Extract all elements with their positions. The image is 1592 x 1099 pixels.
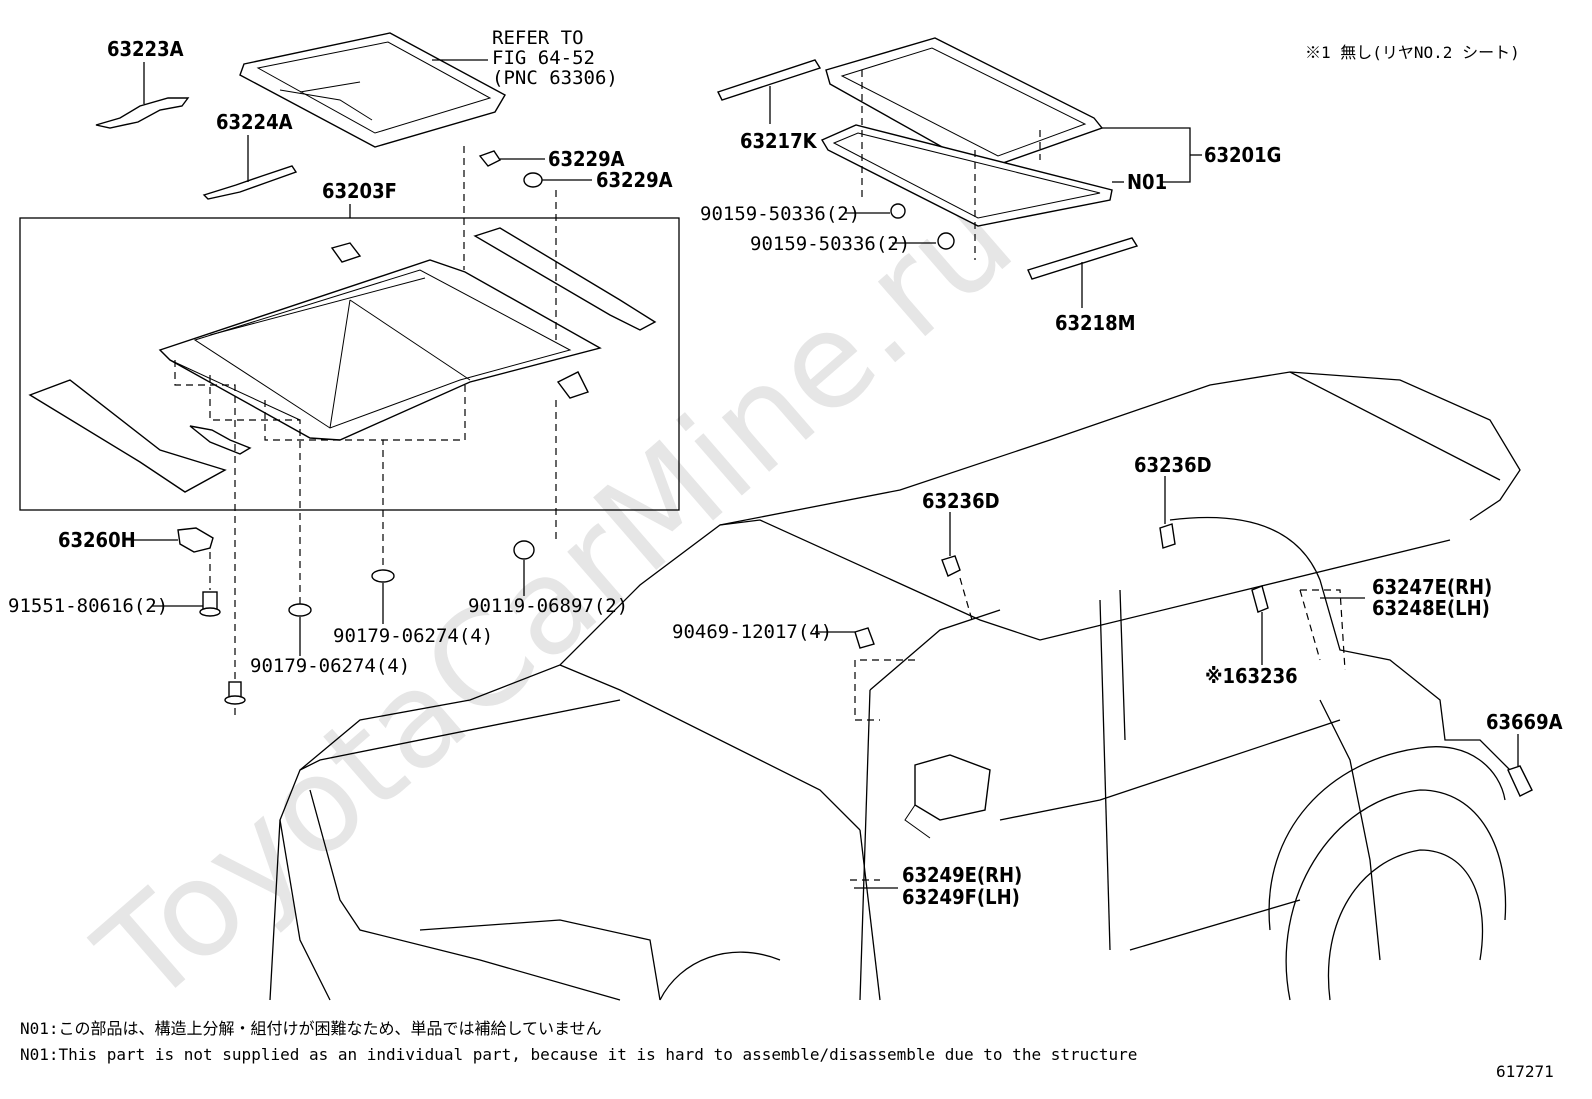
- label-63229A-upper: 63229A: [548, 147, 625, 171]
- label-63217K: 63217K: [740, 129, 818, 153]
- label-63203F: 63203F: [322, 179, 397, 203]
- refer-line-2: FIG 64-52: [492, 47, 595, 69]
- clip-63229A-upper: [478, 150, 545, 167]
- label-63218M: 63218M: [1055, 311, 1136, 335]
- label-90119: 90119-06897(2): [468, 595, 628, 617]
- glass-assembly-63201G: [820, 37, 1202, 260]
- nut-90179-right: [371, 569, 395, 624]
- refer-line-3: (PNC 63306): [492, 67, 618, 89]
- label-63248E: 63248E(LH): [1372, 596, 1490, 620]
- label-90179-left: 90179-06274(4): [250, 655, 410, 677]
- label-63249E: 63249E(RH): [902, 863, 1022, 887]
- label-90159-upper: 90159-50336(2): [700, 203, 860, 225]
- bolt-91551: [152, 591, 221, 617]
- bracket-63223A: [95, 62, 190, 129]
- clip-63229A-lower: [523, 172, 592, 188]
- weatherstrip-63218M: [1027, 237, 1139, 308]
- footnote-en: N01:This part is not supplied as an indi…: [20, 1045, 1137, 1064]
- label-90159-lower: 90159-50336(2): [750, 233, 910, 255]
- label-63249F: 63249F(LH): [902, 885, 1020, 909]
- weatherstrip-63217K: [717, 59, 822, 124]
- sunroof-glass-panel: [239, 32, 506, 148]
- label-63201G: 63201G: [1204, 143, 1281, 167]
- refer-line-1: REFER TO: [492, 27, 584, 49]
- clip-90119: [513, 540, 535, 596]
- label-N01: N01: [1127, 170, 1167, 194]
- label-90469: 90469-12017(4): [672, 621, 832, 643]
- nut-90179-left: [288, 603, 312, 656]
- label-63236: ※163236: [1205, 664, 1298, 688]
- figure-number: 617271: [1496, 1062, 1554, 1081]
- label-63669A: 63669A: [1486, 710, 1563, 734]
- label-63236D-right: 63236D: [1134, 453, 1212, 477]
- label-63223A: 63223A: [107, 37, 184, 61]
- bracket-63224A: [202, 135, 298, 200]
- screw-90159-lower: [892, 232, 955, 250]
- sunroof-frame-box: [19, 146, 680, 720]
- label-63260H: 63260H: [58, 528, 136, 552]
- screw-90159-upper: [845, 203, 906, 219]
- fastener-63260H: [134, 527, 214, 590]
- label-63247E: 63247E(RH): [1372, 575, 1492, 599]
- label-90179-right: 90179-06274(4): [333, 625, 493, 647]
- vehicle-outline: [269, 371, 1533, 1001]
- label-63229A-lower: 63229A: [596, 168, 673, 192]
- label-63236D-left: 63236D: [922, 489, 1000, 513]
- footnote-jp: N01:この部品は、構造上分解・組付けが困難なため、単品では補給していません: [20, 1019, 602, 1038]
- bolt-lower-left: [224, 681, 246, 705]
- label-63224A: 63224A: [216, 110, 293, 134]
- label-91551: 91551-80616(2): [8, 595, 168, 617]
- note-top-right: ※1 無し(リヤNO.2 シート): [1305, 43, 1520, 62]
